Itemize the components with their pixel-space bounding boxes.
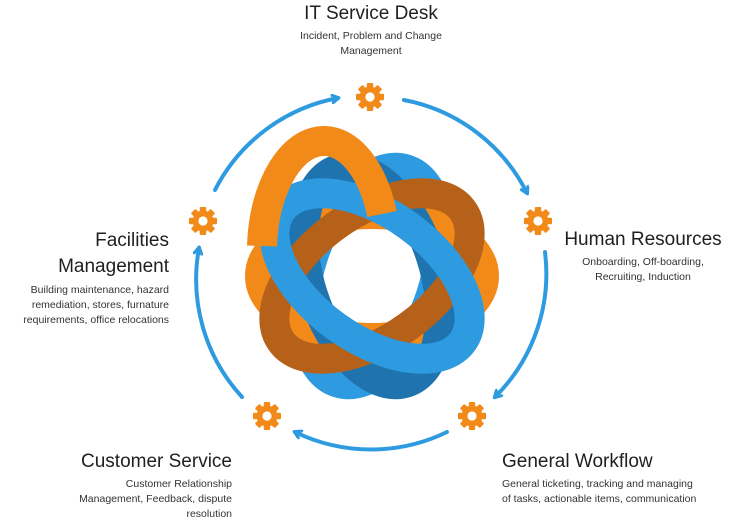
- gear-icon: [356, 83, 384, 111]
- node-title: Facilities Management: [4, 228, 169, 280]
- interlocking-rings-logo: [245, 126, 499, 400]
- desc-line: of tasks, actionable items, communicatio…: [502, 493, 697, 505]
- node-description: Incident, Problem and Change Management: [241, 29, 501, 59]
- node-title: Customer Service: [81, 451, 232, 472]
- node-description: General ticketing, tracking and managing…: [502, 477, 732, 507]
- desc-line: Onboarding, Off-boarding,: [582, 256, 704, 268]
- node-title: IT Service Desk: [304, 3, 438, 24]
- arrow-it-to-hr: [402, 98, 527, 193]
- node-facilities-management: Facilities Management Building maintenan…: [4, 228, 169, 328]
- desc-line: Management, Feedback, dispute: [79, 493, 232, 505]
- node-description: Customer Relationship Management, Feedba…: [40, 477, 232, 522]
- arrow-cs-to-fm: [196, 248, 244, 399]
- node-title: Human Resources: [564, 229, 722, 250]
- title-line: Facilities: [95, 230, 169, 251]
- node-customer-service: Customer Service Customer Relationship M…: [40, 450, 232, 522]
- node-title: General Workflow: [502, 451, 653, 472]
- desc-line: Management: [340, 45, 402, 57]
- gear-icon: [458, 402, 486, 430]
- title-line: Management: [58, 256, 169, 277]
- node-description: Building maintenance, hazard remediation…: [4, 283, 169, 328]
- desc-line: General ticketing, tracking and managing: [502, 478, 693, 490]
- desc-line: remediation, stores, furnature: [31, 299, 169, 311]
- desc-line: requirements, office relocations: [23, 314, 169, 326]
- arrow-hr-to-gw: [495, 250, 549, 397]
- gear-icon: [189, 207, 217, 235]
- desc-line: Recruiting, Induction: [595, 271, 691, 283]
- desc-line: resolution: [186, 508, 232, 520]
- node-human-resources: Human Resources Onboarding, Off-boarding…: [548, 228, 738, 285]
- node-it-service-desk: IT Service Desk Incident, Problem and Ch…: [241, 2, 501, 59]
- node-general-workflow: General Workflow General ticketing, trac…: [502, 450, 732, 507]
- desc-line: Building maintenance, hazard: [30, 284, 169, 296]
- node-description: Onboarding, Off-boarding, Recruiting, In…: [548, 255, 738, 285]
- gear-icon: [253, 402, 281, 430]
- desc-line: Incident, Problem and Change: [300, 30, 442, 42]
- arrow-fm-to-it: [213, 98, 338, 192]
- desc-line: Customer Relationship: [125, 478, 232, 490]
- arrow-gw-to-cs: [295, 432, 449, 452]
